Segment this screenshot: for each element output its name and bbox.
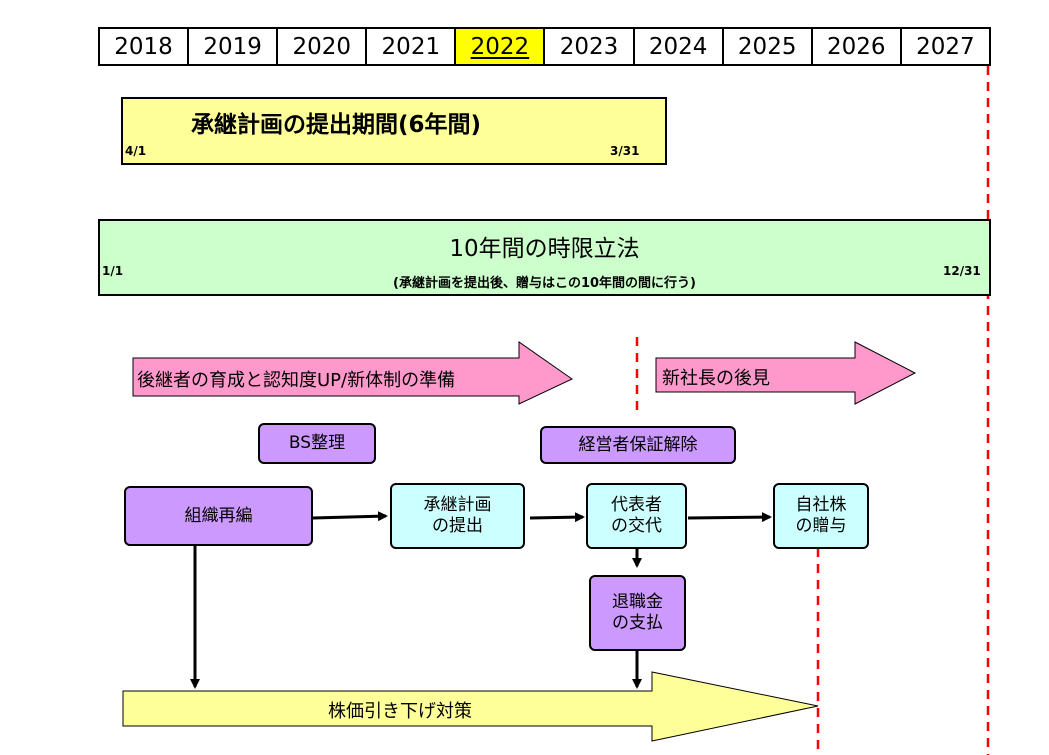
time-limit-box: 10年間の時限立法 (承継計画を提出後、贈与はこの10年間の間に行う) 1/1 … (98, 219, 991, 296)
submission-period-box: 承継計画の提出期間(6年間) 4/1 3/31 (121, 97, 667, 165)
phase-arrow-before-label: 後継者の育成と認知度UP/新体制の準備 (137, 370, 456, 391)
year-cell: 2024 (635, 29, 724, 64)
year-cell: 2019 (189, 29, 279, 64)
time-limit-subtitle: (承継計画を提出後、贈与はこの10年間の間に行う) (393, 276, 696, 291)
submission-period-title: 承継計画の提出期間(6年間) (191, 112, 482, 138)
submission-period-start: 4/1 (125, 144, 147, 158)
flow-arrow-plan-rep (529, 512, 585, 523)
guarantee-box: 経営者保証解除 (540, 426, 736, 464)
year-cell: 2021 (367, 29, 457, 64)
reorg-box: 組織再編 (124, 486, 313, 546)
retire-box: 退職金 の支払 (589, 575, 686, 651)
bs-box: BS整理 (258, 423, 376, 464)
phase-arrow-after-label: 新社長の後見 (662, 368, 770, 389)
plan-box: 承継計画 の提出 (390, 483, 525, 549)
time-limit-title: 10年間の時限立法 (449, 236, 640, 262)
year-cell: 2027 (916, 33, 975, 60)
year-cell: 2025 (724, 29, 813, 64)
phase-arrow-after (655, 341, 917, 405)
stock-price-arrow-label: 株価引き下げ対策 (328, 701, 472, 722)
stock-price-arrow (122, 671, 819, 742)
rep-box: 代表者 の交代 (586, 483, 687, 549)
year-cell: 2018 (100, 29, 190, 64)
year-cell: 2020 (278, 29, 368, 64)
time-limit-end: 12/31 (943, 264, 981, 278)
year-header: 2018 2019 2020 2021 2022 2023 2024 2025 … (98, 27, 991, 66)
year-cell: 2026 (813, 29, 902, 64)
flow-arrow-reorg-plan (312, 511, 388, 522)
time-limit-start: 1/1 (102, 264, 124, 278)
phase-arrow-before (132, 341, 573, 405)
flow-arrow-rep-gift (687, 512, 772, 523)
year-cell: 2023 (545, 29, 635, 64)
year-cell-highlighted: 2022 (456, 29, 546, 64)
gift-box: 自社株 の贈与 (773, 483, 869, 549)
submission-period-end: 3/31 (610, 144, 640, 158)
